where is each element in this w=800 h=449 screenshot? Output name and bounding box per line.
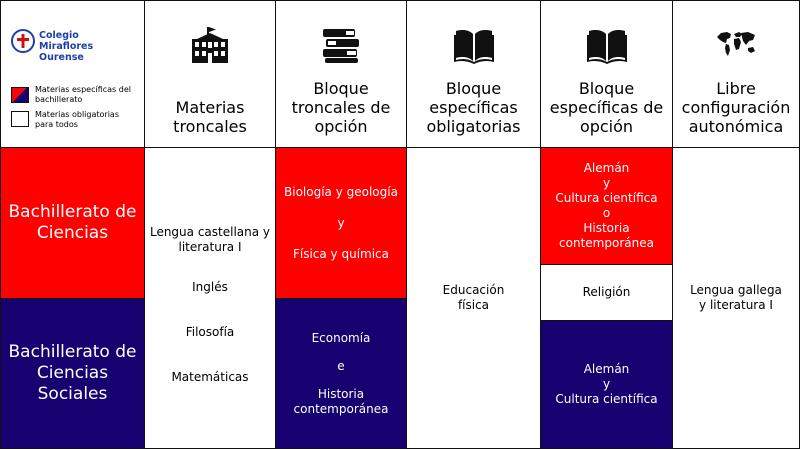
subject-item: Lengua castellana y literatura I bbox=[149, 225, 271, 254]
header-label: Materias troncales bbox=[173, 98, 247, 136]
books-stack-icon bbox=[323, 29, 359, 63]
school-logo: Colegio Miraflores Ourense bbox=[11, 29, 135, 63]
subject-item: Historia contemporánea bbox=[293, 386, 389, 416]
header-label: Bloque troncales de opción bbox=[291, 79, 391, 136]
school-building-icon bbox=[192, 27, 228, 63]
header-especificas-opcion: Bloque específicas de opción bbox=[540, 0, 673, 148]
stream-ciencias: Bachillerato de Ciencias bbox=[0, 147, 145, 299]
ciencias-troncales-opcion: Biología y geología y Física y química bbox=[275, 147, 407, 299]
subject-connector: e bbox=[337, 358, 345, 373]
header-especificas-obligatorias: Bloque específicas obligatorias bbox=[406, 0, 541, 148]
religion-cell: Religión bbox=[540, 264, 673, 321]
header-label: Libre configuración autonómica bbox=[681, 79, 791, 136]
subject-item: Cultura científica bbox=[555, 392, 658, 406]
subject-item: Historia contemporánea bbox=[559, 221, 654, 250]
sociales-troncales-opcion: Economía e Historia contemporánea bbox=[275, 298, 407, 449]
subject-item: Biología y geología bbox=[284, 184, 398, 199]
subject-item: Inglés bbox=[192, 280, 228, 294]
subject-item: Economía bbox=[311, 330, 371, 345]
subject-item: Física y química bbox=[292, 246, 390, 261]
ciencias-especificas-opcion: Alemán y Cultura científica o Historia c… bbox=[540, 147, 673, 265]
header-label: Bloque específicas obligatorias bbox=[426, 79, 521, 136]
stream-label: Bachillerato de Ciencias bbox=[8, 202, 137, 243]
stream-label: Bachillerato de Ciencias Sociales bbox=[8, 342, 137, 404]
legend-swatch-specific bbox=[11, 87, 29, 103]
header-label: Bloque específicas de opción bbox=[549, 79, 664, 136]
subject-item: Matemáticas bbox=[171, 370, 249, 384]
especificas-obligatorias-cell: Educación física bbox=[406, 147, 541, 449]
subject-connector: y bbox=[602, 176, 611, 190]
header-libre: Libre configuración autonómica bbox=[672, 0, 800, 148]
subject-connector: o bbox=[602, 206, 611, 220]
legend-swatch-mandatory bbox=[11, 111, 29, 127]
header-troncales-opcion: Bloque troncales de opción bbox=[275, 0, 407, 148]
subject-item: Lengua gallega y literatura I bbox=[690, 283, 782, 312]
subject-item: Alemán bbox=[583, 161, 630, 175]
sociales-especificas-opcion: Alemán y Cultura científica bbox=[540, 320, 673, 449]
school-crest-icon bbox=[11, 29, 35, 53]
legend-label-mandatory: Materias obligatorias para todos bbox=[35, 110, 119, 129]
libre-cell: Lengua gallega y literatura I bbox=[672, 147, 800, 449]
subject-item: Filosofía bbox=[185, 325, 235, 339]
stream-sociales: Bachillerato de Ciencias Sociales bbox=[0, 298, 145, 449]
subject-item: Religión bbox=[582, 285, 631, 299]
open-book-icon bbox=[586, 30, 627, 64]
open-book-icon bbox=[453, 30, 494, 64]
world-map-icon bbox=[717, 32, 755, 56]
subject-connector: y bbox=[337, 215, 345, 230]
school-name: Colegio Miraflores Ourense bbox=[39, 30, 94, 63]
subject-item: Cultura científica bbox=[555, 191, 658, 205]
troncales-cell: Lengua castellana y literatura I Inglés … bbox=[144, 147, 276, 449]
legend-label-specific: Materias específicas del bachillerato bbox=[35, 85, 131, 104]
subject-connector: y bbox=[602, 377, 611, 391]
subject-item: Educación física bbox=[442, 283, 505, 312]
legend-cell: Colegio Miraflores Ourense Materias espe… bbox=[0, 0, 145, 148]
subject-item: Alemán bbox=[583, 362, 630, 376]
header-troncales: Materias troncales bbox=[144, 0, 276, 148]
